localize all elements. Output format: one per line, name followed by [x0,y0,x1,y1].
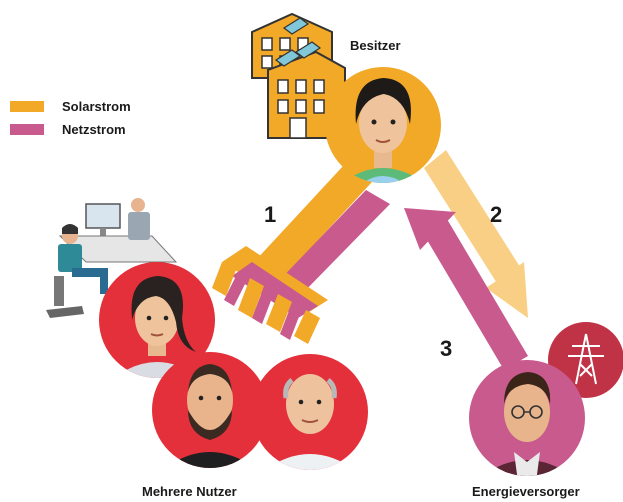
step-2-label: 2 [490,202,502,227]
user-avatar-bearded-man [152,352,268,468]
step-3-label: 3 [440,336,452,361]
users-label: Mehrere Nutzer [142,484,237,499]
supplier-label: Energieversorger [472,484,580,499]
owner-avatar [325,67,441,183]
arrow-owner-to-supplier [424,150,528,318]
office-workers-icon [46,198,178,318]
step-1-label: 1 [264,202,276,227]
legend: Solarstrom Netzstrom [10,99,131,137]
user-avatar-woman [99,262,215,378]
arrow-supplier-to-owner [404,208,528,370]
legend-label-solar: Solarstrom [62,99,131,114]
legend-label-grid: Netzstrom [62,122,126,137]
user-avatar-older-man [252,354,368,470]
arrow-owner-to-users [212,165,390,344]
supplier-avatar [469,360,585,476]
legend-swatch-grid [10,124,44,135]
owner-label: Besitzer [350,38,401,53]
legend-swatch-solar [10,101,44,112]
